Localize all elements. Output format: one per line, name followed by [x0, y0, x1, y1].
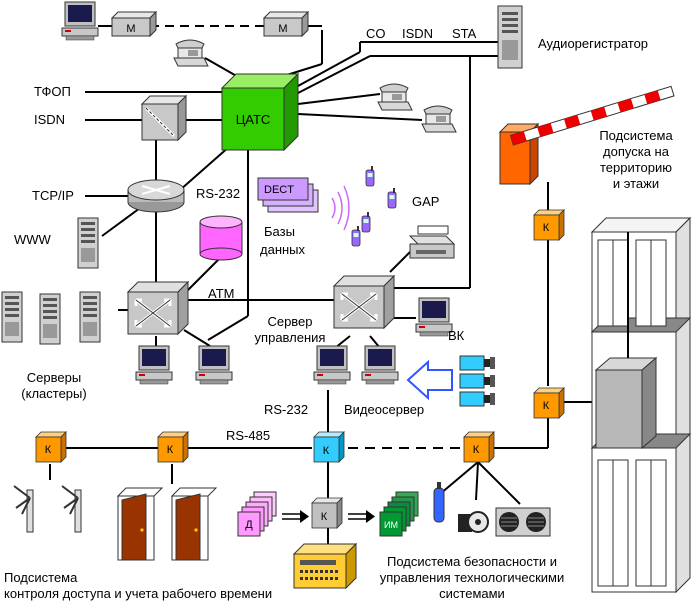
phone-1-icon: [377, 83, 413, 111]
dect-stack: DECT: [257, 177, 319, 213]
door-2-icon: [171, 487, 217, 561]
access-subsystem-line4: и этажи: [613, 176, 659, 191]
connection-lines: [49, 25, 611, 545]
rs485-label: RS-485: [226, 428, 270, 443]
signal-arrows: [282, 510, 375, 523]
building-icon: [590, 216, 692, 594]
fan-icon: [458, 511, 489, 533]
controller-elevator-label: К: [543, 400, 550, 412]
phone-2-icon: [421, 105, 457, 133]
workstation-2-icon: [195, 345, 233, 385]
tcpip-label: TCP/IP: [32, 188, 74, 203]
isdn-left-label: ISDN: [34, 112, 65, 127]
security-subsystem-line1: Подсистема безопасности и: [387, 554, 557, 569]
server-cluster: [1, 291, 101, 345]
controller-local: К: [311, 497, 343, 529]
controller-rs485-hub-label: К: [323, 445, 330, 457]
workstation-1-icon: [135, 345, 173, 385]
turnstile-1-icon: [13, 485, 34, 533]
atm-switch-left-icon: [126, 280, 190, 336]
controller-barrier: К: [533, 209, 565, 241]
barrier-icon: [498, 85, 675, 186]
controller-barrier-label: К: [543, 222, 550, 234]
display-stack: Д: [237, 491, 277, 537]
video-feed-arrow-icon: [406, 359, 453, 401]
security-subsystem-line2: управления технологическими: [380, 570, 565, 585]
router-icon: [127, 179, 185, 213]
fax-phone-icon: [173, 39, 209, 67]
handheld-4-icon: [351, 225, 361, 247]
top-workstation-icon: [61, 1, 99, 41]
radio-waves-icon: [331, 185, 350, 231]
time-subsystem-line2: контроля доступа и учета рабочего времен…: [4, 586, 272, 601]
vk-label: ВК: [448, 328, 465, 343]
rs232-bottom-label: RS-232: [264, 402, 308, 417]
servers-label-line2: (кластеры): [21, 386, 86, 401]
grille-icon: [495, 507, 551, 537]
video-server-workstation-icon: [361, 345, 399, 385]
modem-right: М: [262, 10, 310, 38]
controller-local-label: К: [321, 511, 328, 523]
databases-label-line2: данных: [260, 242, 306, 257]
sta-label: STA: [452, 26, 477, 41]
modem-right-label: М: [278, 23, 287, 35]
controller-rs485-hub: К: [313, 431, 345, 463]
camera-1-icon: [459, 355, 496, 371]
databases-label-line1: Базы: [264, 224, 295, 239]
pbx-block: ЦАТС: [220, 72, 300, 152]
security-subsystem-line3: системами: [439, 586, 505, 601]
handheld-3-icon: [361, 211, 371, 233]
control-panel-icon: [292, 542, 358, 590]
modem-left-label: М: [126, 23, 135, 35]
rs232-top-label: RS-232: [196, 186, 240, 201]
video-server-label: Видеосервер: [344, 402, 424, 417]
actuator-label: ИМ: [384, 520, 398, 530]
co-label: CO: [366, 26, 386, 41]
www-label: WWW: [14, 232, 52, 247]
access-subsystem-line3: территорию: [600, 160, 672, 175]
controller-doors: К: [157, 431, 189, 463]
controller-turnstile-label: К: [45, 444, 52, 456]
door-1-icon: [117, 487, 163, 561]
access-subsystem-line2: допуска на: [603, 144, 670, 159]
mgmt-server-label-line2: управления: [255, 330, 326, 345]
handheld-2-icon: [387, 187, 397, 209]
www-server-icon: [77, 217, 99, 269]
controller-doors-label: К: [167, 444, 174, 456]
camera-2-icon: [459, 373, 496, 389]
controller-security: К: [463, 431, 495, 463]
isdn-adapter-icon: [140, 94, 188, 142]
controller-elevator: К: [533, 387, 565, 419]
turnstile-2-icon: [61, 485, 82, 533]
modem-left: М: [110, 10, 158, 38]
gap-label: GAP: [412, 194, 439, 209]
pstn-label: ТФОП: [34, 84, 71, 99]
dect-label: DECT: [264, 184, 294, 196]
pbx-label: ЦАТС: [236, 112, 271, 127]
controller-turnstile: К: [35, 431, 67, 463]
mgmt-server-label-line1: Сервер: [267, 314, 312, 329]
time-subsystem-line1: Подсистема: [4, 570, 78, 585]
workstation-right-icon: [415, 297, 453, 337]
handheld-1-icon: [365, 165, 375, 187]
isdn-top-label: ISDN: [402, 26, 433, 41]
atm-switch-right-icon: [332, 274, 396, 330]
printer-icon: [408, 225, 456, 259]
audio-recorder-label: Аудиорегистратор: [538, 36, 648, 51]
camera-3-icon: [459, 391, 496, 407]
actuator-stack: ИМ: [379, 491, 419, 537]
atm-label: ATM: [208, 286, 234, 301]
access-subsystem-line1: Подсистема: [599, 128, 673, 143]
audio-recorder-icon: [497, 5, 523, 69]
gas-cylinder-icon: [433, 482, 445, 523]
servers-label-line1: Серверы: [27, 370, 81, 385]
mgmt-workstation-icon: [313, 345, 351, 385]
controller-security-label: К: [473, 444, 480, 456]
database-icon: [199, 215, 243, 261]
display-label: Д: [245, 519, 253, 531]
